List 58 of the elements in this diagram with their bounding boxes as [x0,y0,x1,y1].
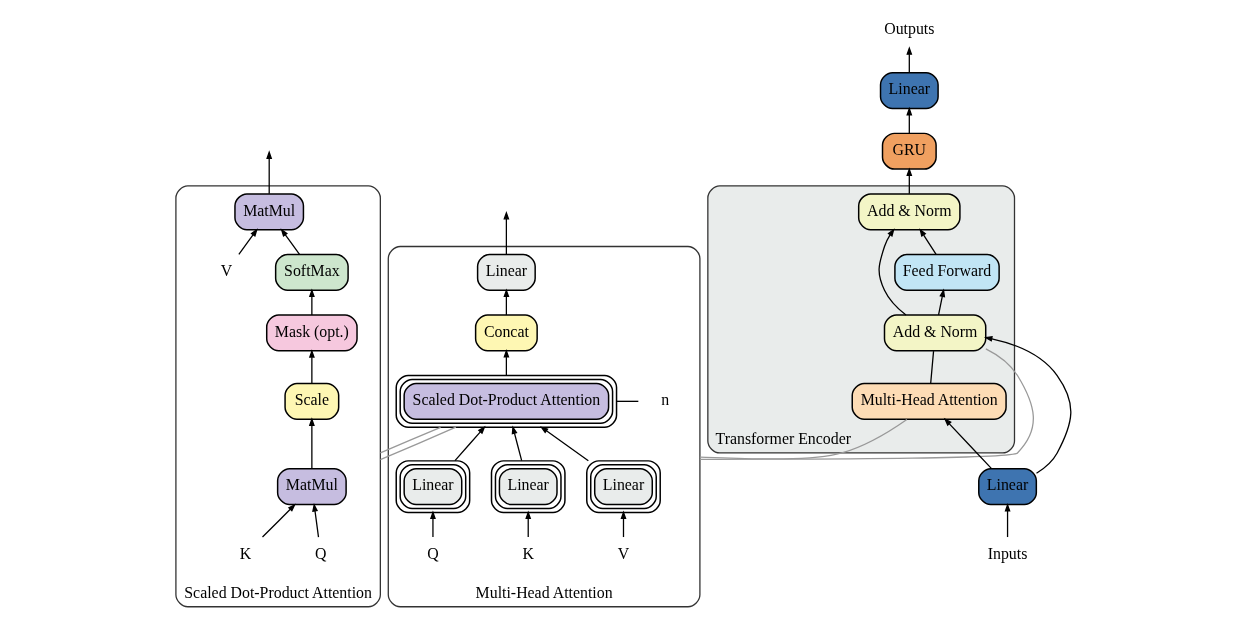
node-label: n [661,391,670,409]
node-box: Linear [978,468,1038,506]
arrow [266,150,273,195]
arrow [503,349,510,376]
arrow [238,228,258,256]
arrow [454,425,486,462]
node-text: Outputs [884,19,935,37]
arrow [312,503,320,538]
node-text: V [220,262,233,280]
node-box: Scaled Dot-Product Attention [395,374,618,428]
node-box: MatMul [234,193,305,231]
connector [930,350,935,384]
arrow [1004,503,1011,538]
arrow [906,46,913,74]
arrow [511,425,523,462]
node-box: Linear [476,253,536,291]
arrow [429,510,436,538]
arrow [539,426,589,462]
node-text: Q [427,544,439,562]
node-text: Q [315,544,327,562]
node-text: K [239,544,252,562]
arrow [280,228,301,256]
arrow [503,288,510,316]
node-box: Scale [284,382,340,420]
arrow [525,510,532,538]
node-box: Mask (opt.) [265,314,358,352]
arrow [983,335,1072,474]
node-box: Add & Norm [857,193,961,231]
node-box: Linear [395,460,471,514]
arrow [919,228,937,256]
node-box: Feed Forward [894,253,1000,291]
node-text: Inputs [987,544,1028,562]
node-box: Multi-Head Attention [851,382,1007,420]
node-box: Linear [879,72,939,110]
arrow [878,228,907,316]
arrow [308,417,315,470]
arrow [937,288,946,316]
connector [699,418,908,460]
arrow [308,349,315,384]
node-box: Linear [490,460,566,514]
connector [379,426,442,454]
arrow [503,210,510,256]
arrow [620,510,627,538]
arrow [261,503,296,538]
node-box: GRU [881,132,937,170]
node-box: MatMul [276,468,347,506]
node-text: K [522,544,534,562]
node-box: Add & Norm [883,314,987,352]
arrow [906,106,913,134]
arrow [943,417,992,470]
connector [699,348,1034,461]
node-box: Concat [474,314,538,352]
arrow [308,288,315,316]
node-text: V [617,544,630,562]
node-box: SoftMax [274,253,349,291]
connector [379,426,457,461]
node-box: Linear [586,460,661,514]
arrow [906,167,913,195]
